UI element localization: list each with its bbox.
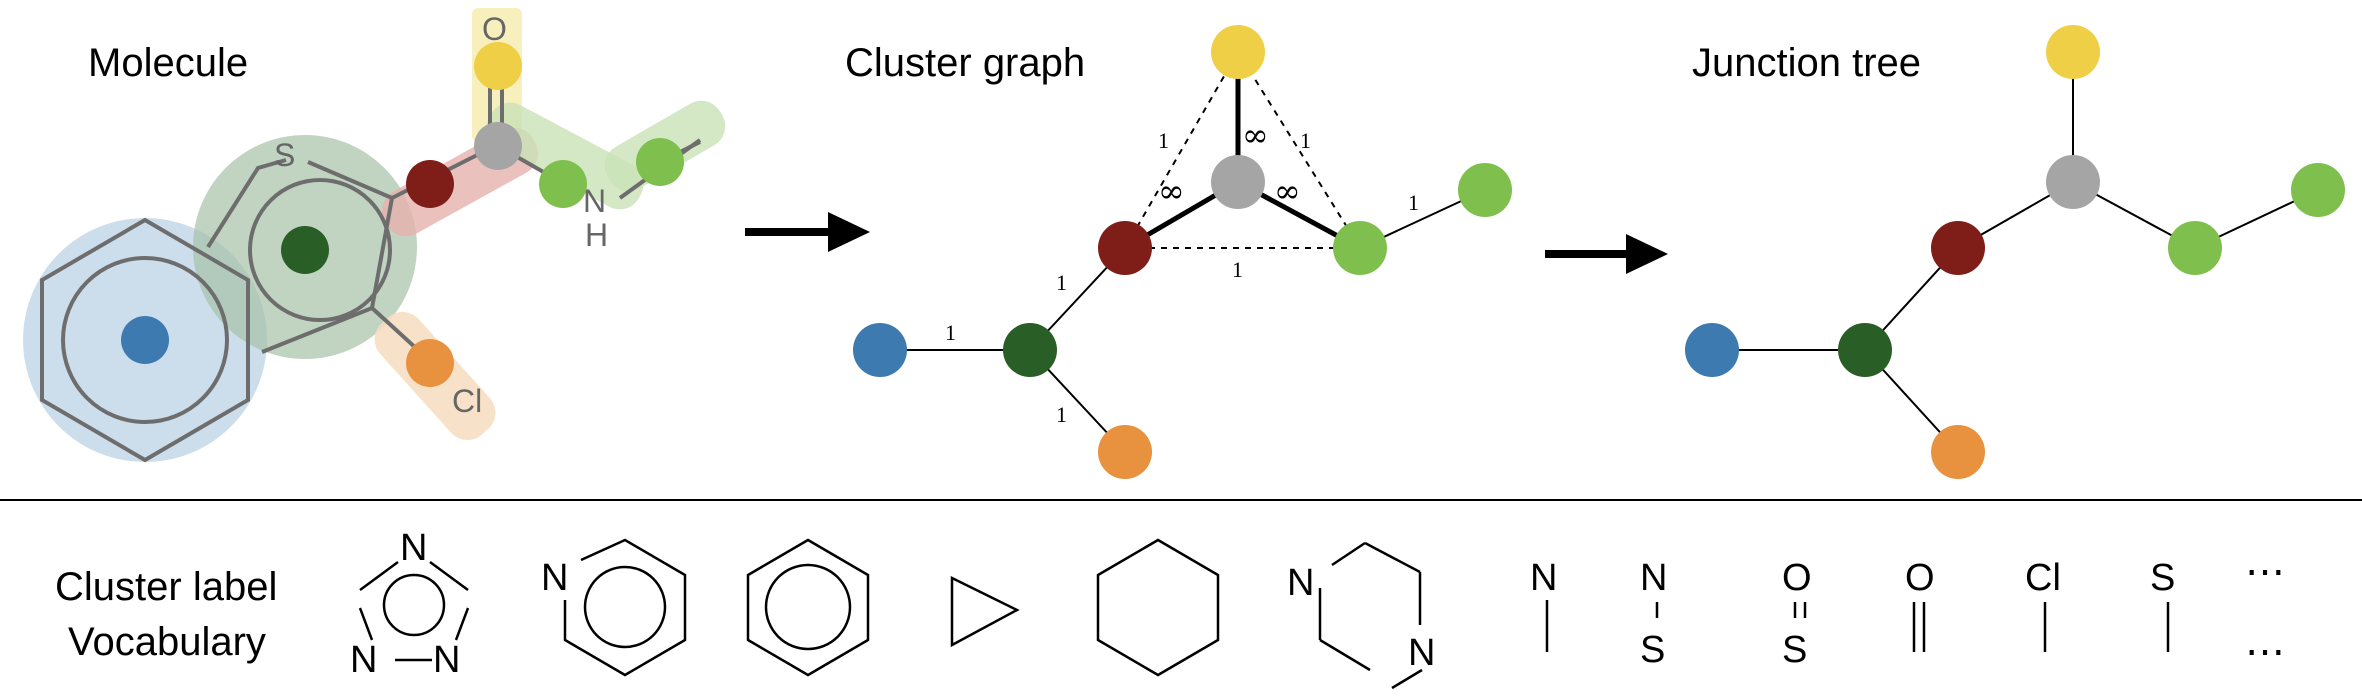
tree-node-dark-red bbox=[1931, 221, 1985, 275]
tree-node-orange bbox=[1931, 425, 1985, 479]
vocab-pyridine: N bbox=[541, 538, 687, 677]
weight-red-darkgreen: 1 bbox=[1056, 270, 1067, 295]
junction-tree-title: Junction tree bbox=[1692, 41, 1921, 85]
benzene-aromatic-circle bbox=[61, 256, 229, 424]
vocab-benzene bbox=[746, 538, 870, 677]
node-gray bbox=[474, 122, 522, 170]
svg-text:N: N bbox=[350, 639, 377, 681]
vocab-s-o: O S bbox=[1782, 557, 1812, 671]
nitrogen-atom-label: N bbox=[583, 183, 606, 219]
sulfur-atom-label: S bbox=[274, 137, 295, 173]
cluster-graph-edges bbox=[880, 51, 1486, 453]
vocab-amine: N bbox=[1530, 557, 1557, 652]
weight-darkgreen-orange: 1 bbox=[1056, 402, 1067, 427]
vocab-carbonyl: O bbox=[1905, 557, 1935, 652]
vocab-sulfur: S bbox=[2150, 557, 2175, 652]
graph-node-dark-red bbox=[1098, 221, 1152, 275]
tree-node-dark-green bbox=[1838, 323, 1892, 377]
weight-green-green: 1 bbox=[1408, 190, 1419, 215]
svg-text:N: N bbox=[1408, 632, 1435, 674]
svg-text:N: N bbox=[1640, 557, 1667, 599]
svg-text:S: S bbox=[1640, 629, 1665, 671]
chlorine-atom-label: Cl bbox=[452, 383, 482, 419]
vocab-label-line2: Vocabulary bbox=[68, 620, 266, 664]
svg-text:N: N bbox=[400, 527, 427, 569]
weight-yellow-gray-inf: ∞ bbox=[1242, 116, 1269, 154]
graph-node-dark-green bbox=[1003, 323, 1057, 377]
vocab-cyclopropane bbox=[950, 575, 1020, 648]
edge-green-yellow-dashed bbox=[1237, 51, 1361, 249]
junction-tree-panel: Junction tree bbox=[1685, 25, 2345, 479]
graph-node-blue bbox=[853, 323, 907, 377]
tree-node-yellow bbox=[2046, 25, 2100, 79]
tree-node-light-green-a bbox=[2168, 221, 2222, 275]
node-light-green-a bbox=[539, 160, 587, 208]
vocab-cyclohexane bbox=[1096, 538, 1220, 677]
tree-node-blue bbox=[1685, 323, 1739, 377]
svg-text:N: N bbox=[1530, 557, 1557, 599]
thiophene-aromatic-circle bbox=[248, 178, 392, 322]
edge-red-yellow-dashed bbox=[1124, 51, 1239, 249]
svg-text:N: N bbox=[1287, 562, 1314, 604]
weight-darkgreen-blue: 1 bbox=[945, 320, 956, 345]
ring-to-sulfur-bond bbox=[206, 158, 287, 249]
weight-gray-green-inf: ∞ bbox=[1274, 172, 1301, 210]
graph-node-orange bbox=[1098, 425, 1152, 479]
weight-green-yellow: 1 bbox=[1300, 128, 1311, 153]
svg-text:N: N bbox=[541, 557, 568, 599]
weight-red-yellow: 1 bbox=[1158, 128, 1169, 153]
vocab-piperazine: N N bbox=[1287, 541, 1435, 690]
thiophene-ring bbox=[261, 160, 395, 354]
hydrogen-atom-label: H bbox=[585, 217, 608, 253]
svg-text:O: O bbox=[1782, 557, 1812, 599]
tree-node-light-green-b bbox=[2291, 163, 2345, 217]
weight-red-green: 1 bbox=[1232, 257, 1243, 282]
vocab-chlorine: Cl bbox=[2025, 557, 2061, 652]
node-blue bbox=[121, 316, 169, 364]
svg-text:O: O bbox=[1905, 557, 1935, 599]
vocabulary-row: Cluster label Vocabulary N N N N bbox=[55, 527, 2285, 690]
arrow-graph-to-tree bbox=[1545, 234, 1668, 274]
weight-gray-red-inf: ∞ bbox=[1158, 172, 1185, 210]
arrow-molecule-to-graph bbox=[745, 212, 870, 252]
svg-text:S: S bbox=[2150, 557, 2175, 599]
molecule-title: Molecule bbox=[88, 41, 248, 85]
vocab-ellipsis-bottom: ⋯ bbox=[2245, 630, 2285, 674]
graph-node-yellow bbox=[1211, 25, 1265, 79]
node-dark-green bbox=[281, 226, 329, 274]
c-n-bond-cluster-highlight bbox=[486, 102, 644, 210]
svg-text:Cl: Cl bbox=[2025, 557, 2061, 599]
vocab-ellipsis-top: ⋯ bbox=[2245, 550, 2285, 594]
oxygen-atom-label: O bbox=[482, 11, 507, 47]
svg-text:S: S bbox=[1782, 629, 1807, 671]
graph-node-light-green-b bbox=[1458, 163, 1512, 217]
cluster-graph-title: Cluster graph bbox=[845, 41, 1085, 85]
node-yellow bbox=[474, 42, 522, 90]
graph-node-gray bbox=[1211, 155, 1265, 209]
tree-node-gray bbox=[2046, 155, 2100, 209]
node-dark-red bbox=[406, 160, 454, 208]
vocab-triazole: N N N bbox=[350, 527, 470, 681]
cluster-graph-panel: Cluster graph 1 1 1 1 1 1 1 ∞ ∞ ∞ bbox=[845, 25, 1512, 479]
benzene-ring bbox=[40, 217, 250, 463]
graph-node-light-green-a bbox=[1333, 221, 1387, 275]
vocab-label-line1: Cluster label bbox=[55, 565, 277, 609]
svg-text:N: N bbox=[433, 639, 460, 681]
node-orange bbox=[406, 339, 454, 387]
vocab-n-s: N S bbox=[1640, 557, 1667, 671]
molecule-panel: Molecule O S N H Cl bbox=[23, 8, 726, 463]
node-light-green-b bbox=[636, 138, 684, 186]
junction-tree-edges bbox=[1712, 52, 2319, 453]
